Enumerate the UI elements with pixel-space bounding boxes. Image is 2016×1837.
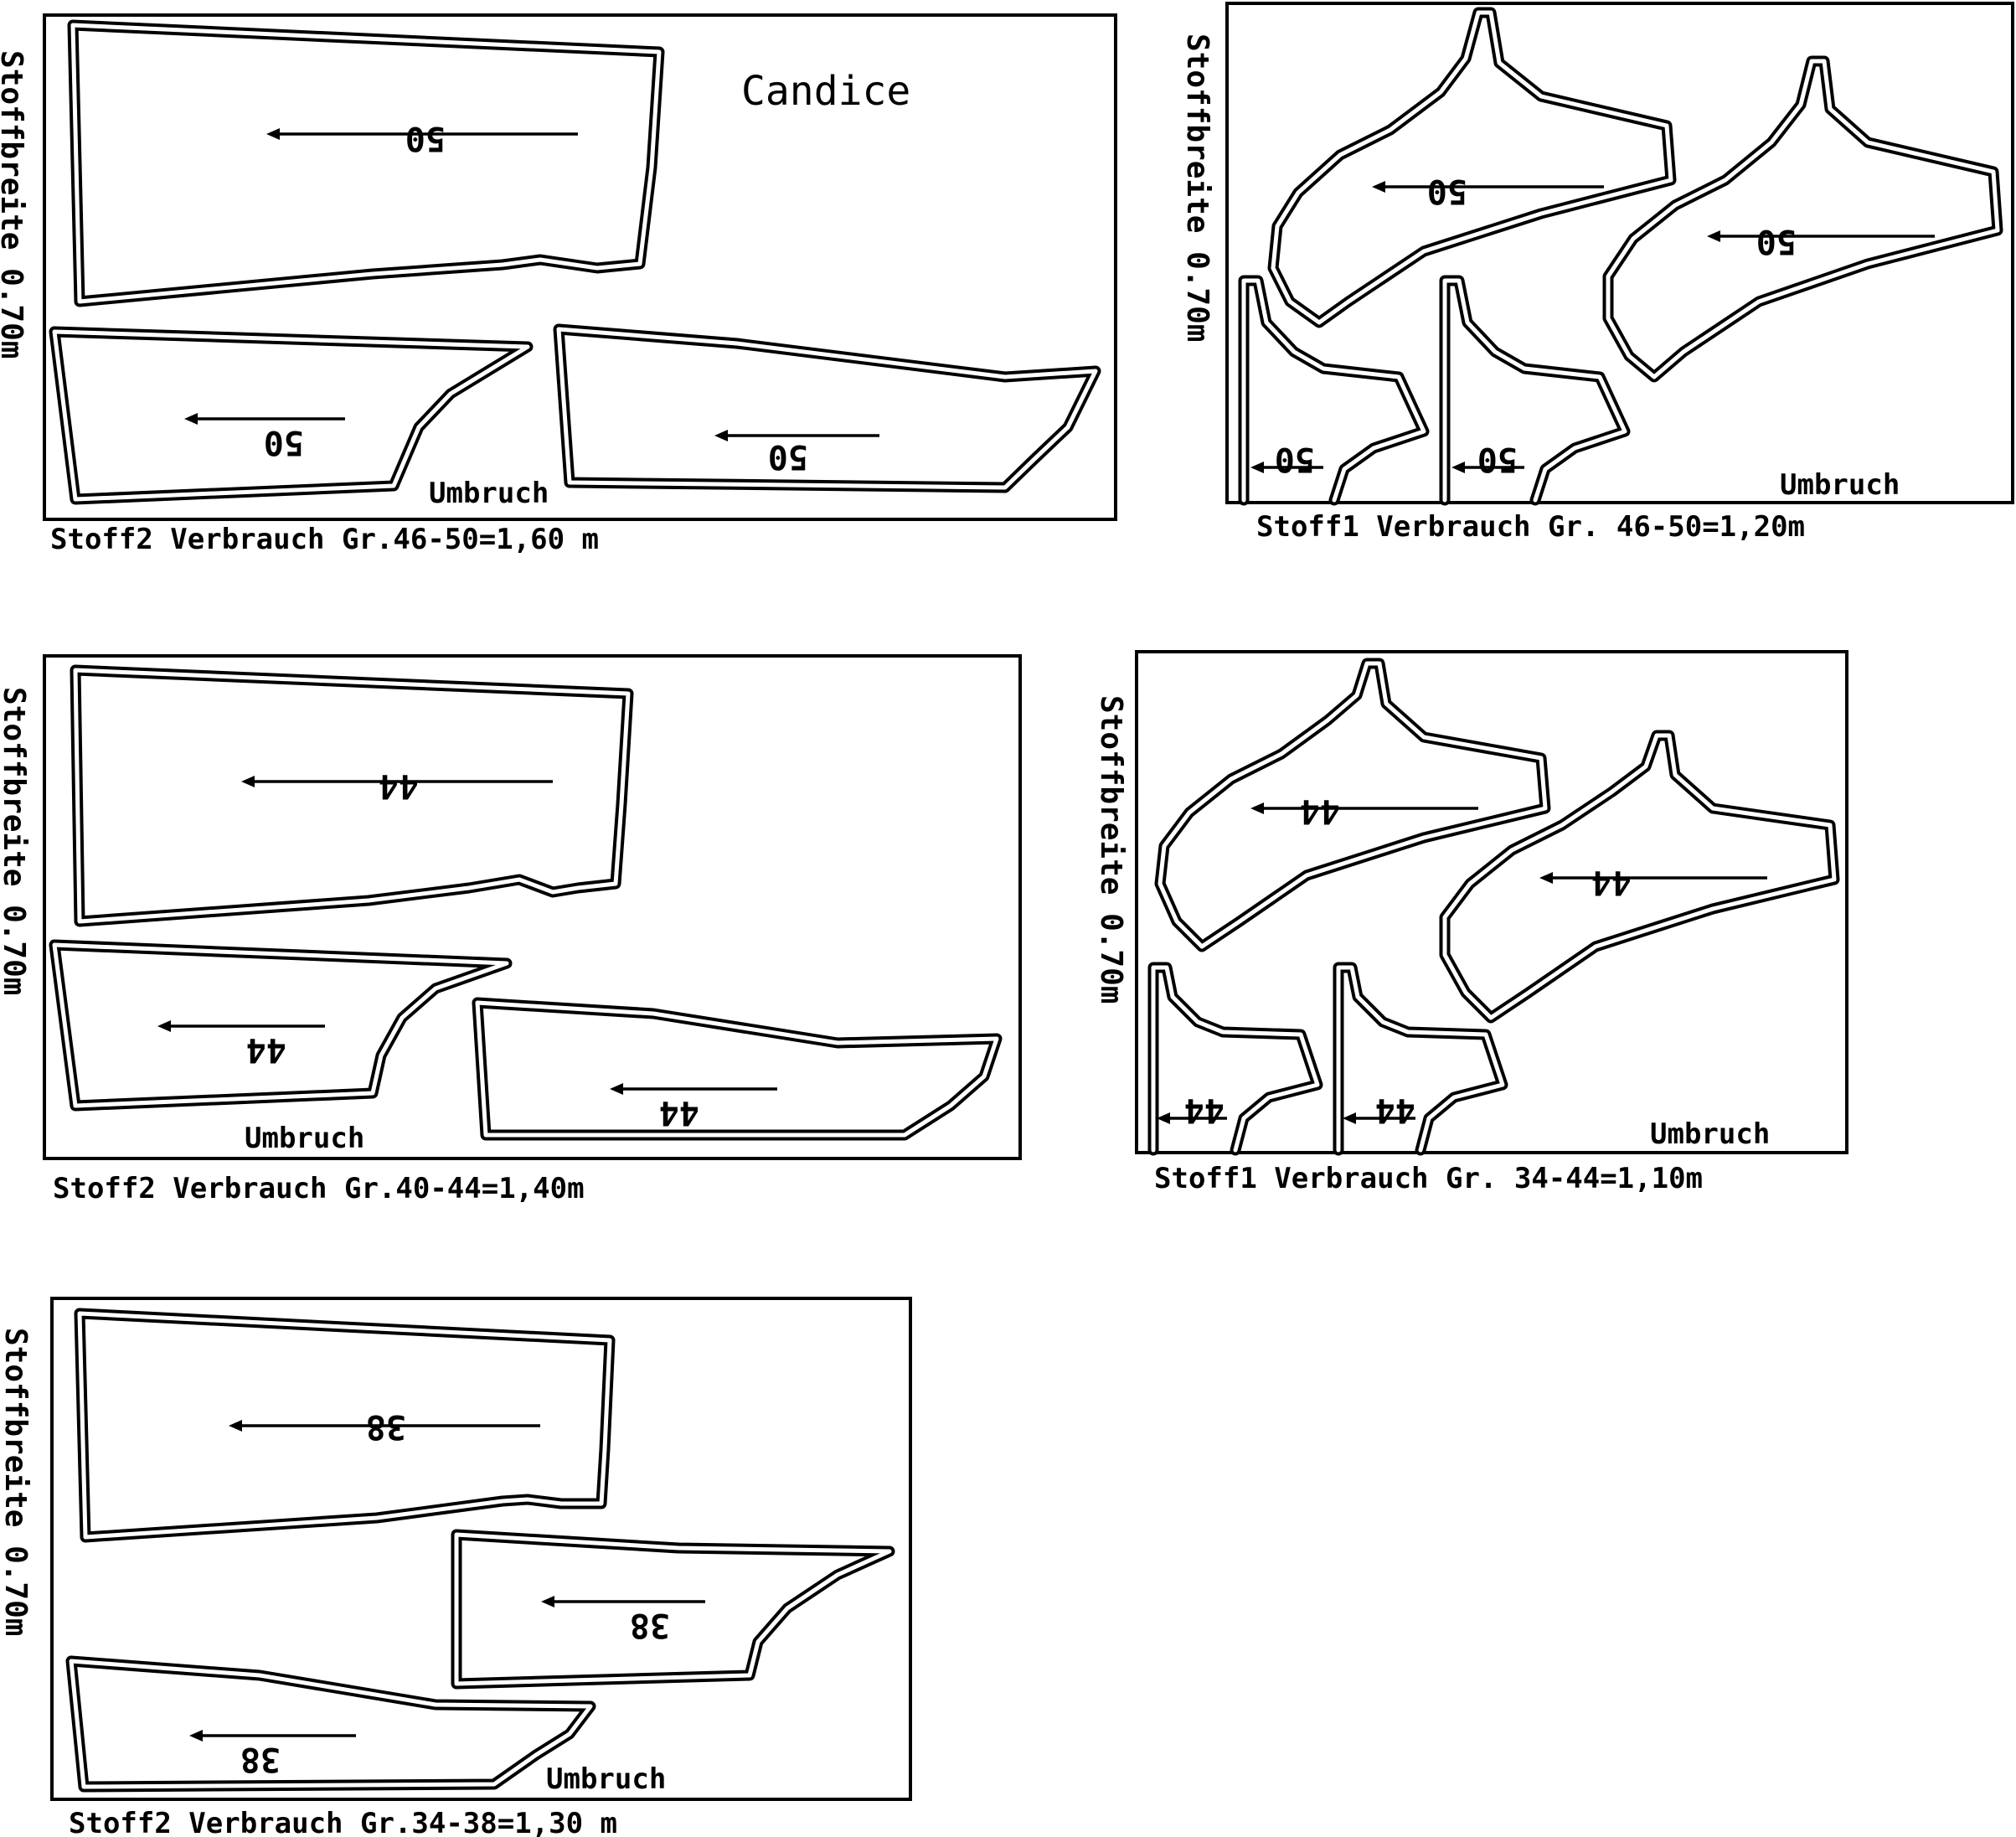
pattern-piece [472, 997, 1003, 1141]
pattern-piece [451, 1529, 895, 1690]
fold-label: Umbruch [1650, 1117, 1770, 1151]
fabric-frame [43, 13, 1117, 521]
fold-label: Umbruch [245, 1122, 364, 1155]
size-label: 38 [366, 1407, 406, 1446]
fabric-width-label: Stoffbreite 0.70m [0, 687, 31, 995]
pattern-piece [49, 326, 534, 505]
size-label: 44 [1300, 792, 1340, 830]
pattern-piece [1439, 275, 1631, 506]
layout-stoff2-34-38: Stoffbreite 0.70m 38 38 38 Umbruch Stoff… [0, 1297, 912, 1837]
fabric-frame [1225, 2, 2014, 504]
fabric-width-label: Stoffbreite 0.70m [0, 1328, 33, 1636]
layout-caption: Stoff2 Verbrauch Gr.34-38=1,30 m [69, 1807, 617, 1837]
size-label: 50 [1427, 172, 1467, 210]
pattern-piece [1154, 658, 1551, 952]
layout-caption: Stoff1 Verbrauch Gr. 34-44=1,10m [1154, 1162, 1703, 1195]
pattern-piece [1147, 962, 1323, 1156]
fold-label: Umbruch [546, 1762, 666, 1796]
layout-stoff1-46-50: Stoffbreite 0.70m 50 50 50 50 Umbruch St… [1180, 2, 2014, 544]
layout-stoff2-40-44: Stoffbreite 0.70m 44 44 44 Umbruch Stoff… [0, 654, 1022, 1205]
fabric-frame [50, 1297, 912, 1801]
pattern-piece [1439, 730, 1840, 1024]
pattern-title: Candice [741, 68, 910, 115]
layout-stoff2-46-50: Stoffbreite 0.70m Candice 50 50 50 Umbru… [0, 13, 1117, 556]
size-label: 50 [1756, 222, 1797, 261]
pattern-piece [70, 664, 634, 927]
size-label: 44 [1591, 863, 1632, 901]
layout-caption: Stoff2 Verbrauch Gr.46-50=1,60 m [50, 523, 599, 556]
size-label: 50 [264, 423, 304, 462]
fabric-width-label: Stoffbreite 0.70m [1180, 34, 1214, 342]
pattern-piece [1602, 55, 2003, 383]
size-label: 50 [405, 119, 446, 157]
pattern-piece [65, 1655, 596, 1793]
fold-label: Umbruch [1780, 468, 1900, 502]
fabric-width-label: Stoffbreite 0.70m [0, 50, 28, 359]
size-label: 38 [630, 1606, 670, 1644]
size-label: 44 [659, 1093, 699, 1132]
size-label: 44 [379, 766, 419, 805]
size-label: 44 [1184, 1091, 1225, 1129]
fold-label: Umbruch [429, 477, 549, 510]
pattern-piece [1333, 962, 1508, 1156]
pattern-piece [49, 939, 513, 1112]
size-label: 50 [768, 437, 808, 476]
fabric-frame [1135, 650, 1848, 1154]
pattern-piece [1238, 275, 1430, 506]
layout-stoff1-34-44: Stoffbreite 0.70m 44 44 44 44 Umbruch St… [1094, 650, 1848, 1195]
size-label: 38 [240, 1740, 281, 1778]
size-label: 50 [1275, 440, 1315, 478]
pattern-piece [553, 323, 1101, 493]
pattern-piece [1267, 7, 1677, 328]
size-label: 50 [1477, 440, 1518, 478]
fabric-width-label: Stoffbreite 0.70m [1094, 695, 1128, 1004]
pattern-piece [74, 1308, 616, 1543]
layout-caption: Stoff1 Verbrauch Gr. 46-50=1,20m [1256, 510, 1805, 544]
fabric-frame [43, 654, 1022, 1160]
pattern-piece [67, 19, 665, 307]
size-label: 44 [1375, 1091, 1415, 1129]
layout-caption: Stoff2 Verbrauch Gr.40-44=1,40m [53, 1172, 585, 1205]
size-label: 44 [246, 1030, 286, 1069]
